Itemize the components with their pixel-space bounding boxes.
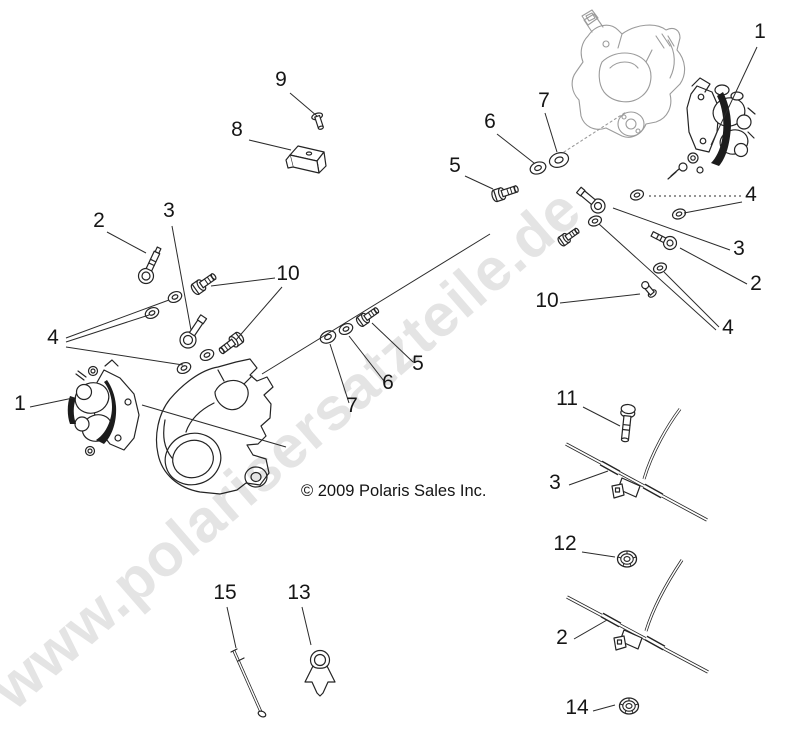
callout-1: 1 xyxy=(14,392,26,415)
clip-13-drawing xyxy=(304,649,336,697)
rear-caliper-drawing xyxy=(667,77,756,180)
bolt-10-drawing xyxy=(188,270,220,297)
banjo-fitting-3-left-drawing xyxy=(179,314,208,349)
flange-nut-12-drawing xyxy=(616,550,638,568)
callout-1: 1 xyxy=(754,20,766,43)
banjo-bolt-2-left-drawing xyxy=(137,246,162,285)
washer-6-drawing xyxy=(336,320,356,338)
washer-4-drawing xyxy=(628,187,646,203)
bolt-5-drawing xyxy=(489,182,521,204)
banjo-fitting-3-right-drawing xyxy=(575,186,606,214)
callout-8: 8 xyxy=(231,118,243,141)
callout-13: 13 xyxy=(287,581,310,604)
callout-10: 10 xyxy=(276,262,299,285)
callout-15: 15 xyxy=(213,581,236,604)
callout-5: 5 xyxy=(449,154,461,177)
callout-6: 6 xyxy=(382,371,394,394)
banjo-bolt-2-right-drawing xyxy=(650,231,678,251)
washer-4-drawing xyxy=(670,206,688,222)
callout-4: 4 xyxy=(745,183,757,206)
callout-labels: 9 8 2 3 10 4 1 7 6 5 1 7 6 5 4 3 2 10 4 … xyxy=(14,20,766,719)
callout-4: 4 xyxy=(722,316,734,339)
callout-3: 3 xyxy=(163,199,175,222)
pin-15-drawing xyxy=(230,648,267,718)
callout-6: 6 xyxy=(484,110,496,133)
callout-3: 3 xyxy=(549,471,561,494)
washer-4-drawing xyxy=(651,260,669,276)
washer-6-drawing xyxy=(527,159,549,177)
callout-9: 9 xyxy=(275,68,287,91)
leader-lines xyxy=(29,46,758,712)
gearcase-housing-drawing xyxy=(563,9,686,153)
front-caliper-drawing xyxy=(67,359,140,457)
washer-4-drawing xyxy=(174,359,194,377)
hardware-left-cluster xyxy=(137,112,327,377)
callout-3: 3 xyxy=(733,237,745,260)
flange-nut-14-drawing xyxy=(618,697,640,715)
callout-12: 12 xyxy=(553,532,576,555)
hardware-right-cluster xyxy=(556,186,688,298)
rivet-9-drawing xyxy=(311,112,324,130)
callout-2: 2 xyxy=(750,272,762,295)
bolt-11-drawing xyxy=(620,403,636,443)
washer-4-drawing xyxy=(142,304,162,322)
brake-line-2-drawing xyxy=(566,550,709,715)
callout-10: 10 xyxy=(535,289,558,312)
washer-7-drawing xyxy=(546,149,572,171)
callout-7: 7 xyxy=(538,89,550,112)
washer-4-drawing xyxy=(197,346,217,364)
callout-4: 4 xyxy=(47,326,59,349)
callout-11: 11 xyxy=(556,387,578,410)
knuckle-bracket-drawing xyxy=(155,358,274,495)
stop-block-8-drawing xyxy=(285,145,327,174)
callout-2: 2 xyxy=(556,626,568,649)
washer-7-drawing xyxy=(317,327,339,347)
callout-2: 2 xyxy=(93,209,105,232)
callout-5: 5 xyxy=(412,352,424,375)
callout-14: 14 xyxy=(565,696,589,719)
washer-4-drawing xyxy=(165,288,185,306)
brake-line-3-drawing xyxy=(565,403,708,522)
callout-7: 7 xyxy=(346,394,358,417)
bleeder-screw-10-drawing xyxy=(641,281,657,298)
copyright-text: © 2009 Polaris Sales Inc. xyxy=(301,482,487,500)
